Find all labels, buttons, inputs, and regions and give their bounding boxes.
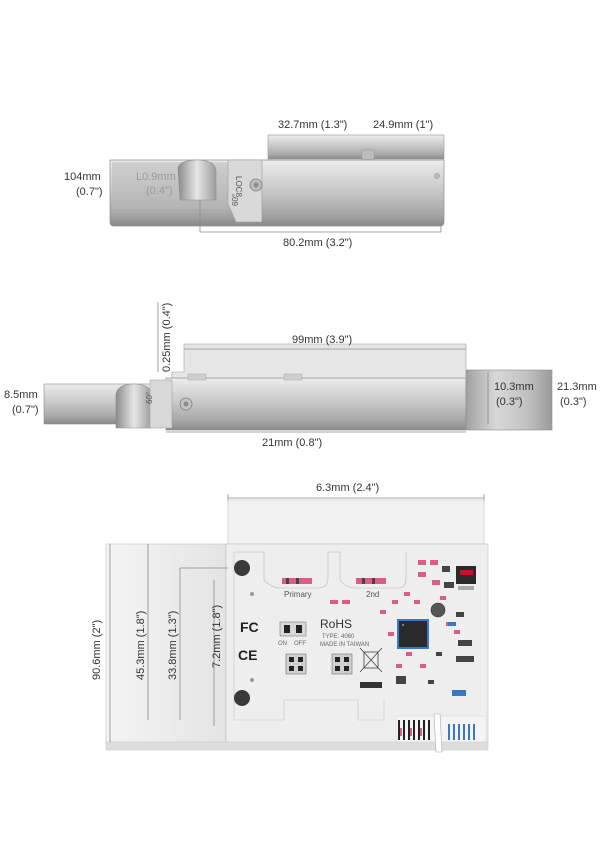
side-dim-right-2: (0.3") [560,396,587,408]
side-dim-inner-right-2: (0.3") [496,396,523,408]
dip-switch [279,621,307,637]
board-dim-top: 6.3mm (2.4") [316,482,379,494]
mark-fc: FC [240,619,259,635]
rohs-sub-2: MADE IN TAIWAN [320,642,369,648]
switch-off-label: OFF [294,641,306,647]
side-dim-left-2: (0.7") [12,404,39,416]
board-dim-v4: 7.2mm (1.8") [211,605,223,668]
board-dim-v1: 90.6mm (2") [91,620,103,680]
side-dim-inner-right-1: 10.3mm [494,381,534,393]
side-dim-bottom: 21mm (0.8") [262,437,322,449]
top-bracket-text: LOC8 [234,176,243,197]
side-dim-vertical-left: 0.25mm (0.4") [161,303,173,372]
side-main-body [165,377,467,431]
top-dim-top-left: 32.7mm (1.3") [278,119,347,131]
board-hole-top [234,560,250,576]
side-hook [115,383,153,429]
board-dim-v3: 33.8mm (1.3") [167,611,179,680]
top-dim-bottom: 80.2mm (3.2") [283,237,352,249]
mark-ce: CE [238,647,257,663]
top-raised-notch [361,149,375,161]
side-view: 60° 99mm (3.9") 0.25mm (0.4") 8.5mm (0.7… [4,302,597,449]
board-main [225,543,489,745]
top-view: L0.9mm (0.4") LOC8 60° 32.7mm (1.3") 24.… [64,119,445,249]
board-left-wing [105,543,227,745]
weee-icon [359,647,383,673]
top-bracket-text-2: 60° [231,194,240,206]
side-dim-right-1: 21.3mm [557,381,597,393]
side-right-extension [465,369,553,431]
board-hole-bottom [234,690,250,706]
board-crystal [430,602,446,618]
top-faint-text-1: L0.9mm [136,171,176,183]
top-faint-text-2: (0.4") [146,185,173,197]
board-back-panel [227,499,485,545]
switch-on-label: ON [278,641,287,647]
top-dim-top-right: 24.9mm (1") [373,119,433,131]
rohs-sub-1: TYPE: 4060 [322,634,355,640]
board-label-2nd: 2nd [366,590,379,599]
board-edge-connector [395,713,487,753]
board-dim-v2: 45.3mm (1.8") [135,611,147,680]
side-dim-left-1: 8.5mm [4,389,38,401]
side-bracket-text: 60° [145,392,154,404]
top-hook [177,159,217,201]
mark-rohs: RoHS [320,617,352,631]
board-view: 6.3mm (2.4") Primary 2nd FC CE RoHS TYPE… [91,482,489,753]
top-dim-left-1: 104mm [64,171,101,183]
side-dim-top: 99mm (3.9") [292,334,352,346]
top-dim-left-2: (0.7") [76,186,103,198]
top-raised-block [267,134,445,160]
board-label-primary: Primary [284,590,312,599]
top-bracket-plate [227,159,263,223]
